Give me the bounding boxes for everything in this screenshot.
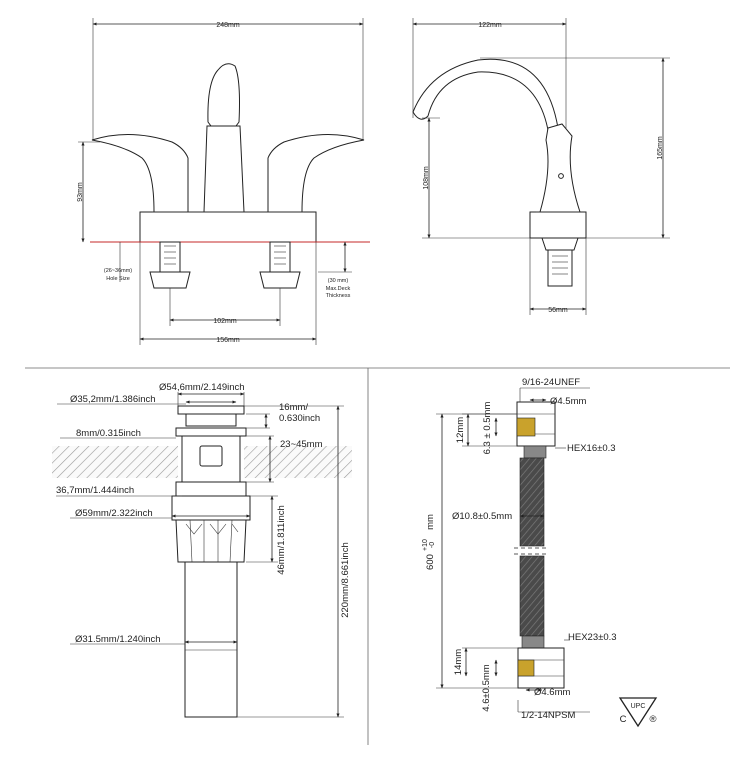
base-plate — [139, 211, 317, 243]
side-body — [539, 123, 581, 213]
right-shank — [269, 241, 291, 273]
flange-thickness: 8mm/0.315inch — [76, 428, 141, 439]
drain-tailpiece — [184, 561, 238, 718]
hole-size-label: Hole Size — [106, 276, 130, 282]
supply-hose: 9/16-24UNEF Ø4.5mm 12mm 6.3 ± 0.5mm HEX1… — [422, 377, 658, 728]
drain-flange — [175, 427, 247, 437]
faucet-front-view: 248mm 93mm (26~36mm) Hole Size (30 mm) M… — [77, 18, 370, 345]
bottom-bore-label: Ø4.6mm — [534, 687, 571, 698]
drain-cap — [177, 405, 245, 415]
hose-length-unit: mm — [425, 514, 436, 530]
top-hex-label: HEX16±0.3 — [567, 443, 616, 454]
top-brass-insert — [516, 417, 536, 437]
deck-thickness-value: (30 mm) — [328, 278, 349, 284]
height-body-label: 108mm — [423, 166, 430, 190]
bottom-offset-label: 4.6±0.5mm — [481, 664, 492, 712]
total-height-label: 220mm/8.661inch — [340, 542, 351, 618]
left-shank — [159, 241, 181, 273]
bottom-thread-label: 1/2-14NPSM — [521, 710, 575, 721]
bottom-hex-label: HEX23±0.3 — [568, 632, 617, 643]
side-spout — [412, 58, 559, 131]
drain-assembly: Ø54,6mm/2.149inch Ø35,2mm/1.386inch 16mm… — [52, 382, 352, 718]
cert-mark-text: UPC — [631, 703, 646, 710]
cert-r-text: ® — [650, 714, 657, 725]
spout-shape — [207, 63, 240, 127]
left-handle — [91, 134, 189, 213]
cap-height-line-2: 0.630inch — [279, 413, 320, 424]
cert-c-text: C — [620, 714, 627, 725]
height-total-label: 165mm — [657, 136, 664, 160]
tail-diameter-label: Ø31.5mm/1.240inch — [75, 634, 161, 645]
top-nut-height: 12mm — [455, 417, 466, 443]
top-thread-label: 9/16-24UNEF — [522, 377, 580, 388]
cap-height-line-1: 16mm/ — [279, 402, 308, 413]
deck-thickness-label-1: Max.Deck — [326, 286, 351, 292]
faucet-side-view: 122mm 165mm 108mm 56mm — [412, 18, 670, 315]
panel-dividers — [25, 367, 730, 745]
hole-diameter-label: 36,7mm/1.444inch — [56, 485, 134, 496]
hose-braid-lower — [519, 555, 545, 637]
hose-length-tol-minus: -0 — [429, 542, 436, 548]
cupc-certification-mark: UPC C ® — [618, 697, 658, 728]
width-total-label: 248mm — [216, 22, 240, 29]
bottom-nut-height: 14mm — [453, 649, 464, 675]
right-handle — [267, 134, 365, 213]
hose-body-diameter: Ø10.8±0.5mm — [452, 511, 512, 522]
height-label: 93mm — [77, 182, 84, 202]
base-width-label: 156mm — [216, 337, 240, 344]
nut-diameter-label: Ø59mm/2.322inch — [75, 508, 153, 519]
nut-height-label: 46mm/1.811inch — [276, 505, 287, 575]
hose-braid-upper — [519, 457, 545, 547]
deck-range-label: 23~45mm — [280, 439, 323, 450]
hose-length-value: 600 — [425, 554, 436, 570]
top-bore-label: Ø4.5mm — [550, 396, 587, 407]
deck-thickness-label-2: Thickness — [326, 293, 351, 299]
drain-stem-diameter: Ø35,2mm/1.386inch — [70, 394, 156, 405]
bottom-brass-insert — [517, 659, 535, 677]
hole-size-value: (26~36mm) — [104, 268, 132, 274]
base-depth-label: 56mm — [548, 307, 568, 314]
spread-label: 102mm — [213, 318, 237, 325]
drain-cap-diameter: Ø54,6mm/2.149inch — [159, 382, 245, 393]
hose-length-tol-plus: +10 — [422, 539, 429, 551]
top-offset-label: 6.3 ± 0.5mm — [482, 402, 493, 455]
reach-label: 122mm — [478, 22, 502, 29]
